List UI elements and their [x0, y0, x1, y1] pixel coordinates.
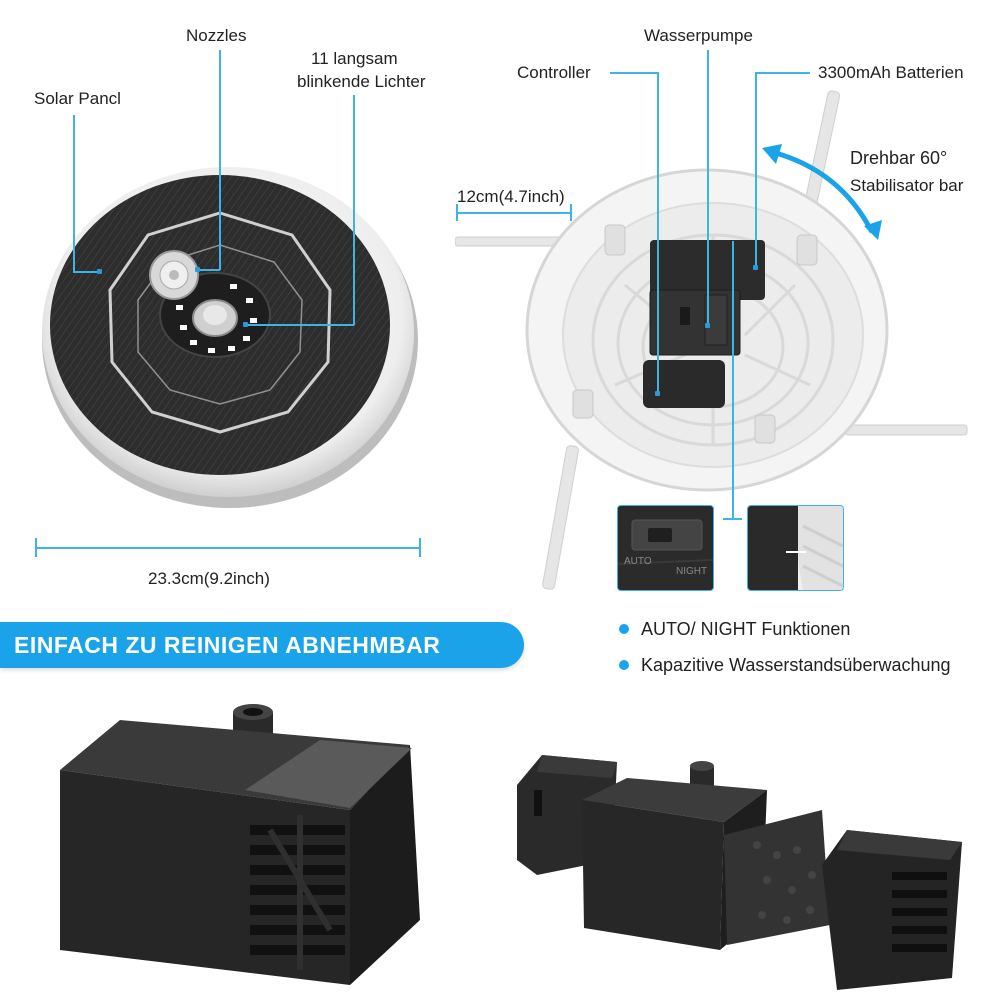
feature-bullet-1	[619, 624, 629, 634]
pump-assembled	[60, 704, 420, 985]
water-pump-label: Wasserpumpe	[644, 26, 753, 45]
solar-panel-label: Solar Pancl	[34, 89, 121, 108]
diameter-dim-tick-left	[35, 538, 37, 557]
pump-dot	[705, 323, 710, 328]
height-dim-line	[456, 212, 571, 214]
switch-auto-label: AUTO	[624, 556, 652, 567]
nozzles-dot	[195, 267, 200, 272]
solar-panel-dot	[97, 269, 102, 274]
controller-dot	[655, 391, 660, 396]
inset-callout-tick	[723, 518, 742, 520]
removable-banner: EINFACH ZU REINIGEN ABNEHMBAR	[0, 622, 524, 668]
nozzles-callout-h	[200, 269, 220, 271]
height-dim-label: 12cm(4.7inch)	[457, 187, 565, 206]
nozzles-label: Nozzles	[186, 26, 247, 45]
feature-water-level: Kapazitive Wasserstandsüberwachung	[641, 655, 951, 675]
battery-callout	[755, 72, 757, 268]
height-dim-tick-right	[570, 204, 572, 221]
diameter-dim-tick-right	[419, 538, 421, 557]
rotate-label-line2: Stabilisator bar	[850, 176, 964, 195]
lights-callout	[353, 95, 355, 325]
lights-callout-h	[248, 324, 354, 326]
solar-panel-callout	[73, 115, 75, 272]
solar-panel-callout-h	[73, 271, 99, 273]
fountain-underside-view	[455, 90, 968, 590]
pump-callout	[707, 50, 709, 326]
lights-label-line2: blinkende Lichter	[297, 72, 426, 91]
lights-label-line1: 11 langsam	[311, 49, 398, 68]
rotate-label-line1: Drehbar 60°	[850, 148, 948, 168]
controller-label: Controller	[517, 63, 591, 82]
height-dim-tick-left	[456, 204, 458, 221]
feature-auto-night: AUTO/ NIGHT Funktionen	[641, 619, 851, 639]
pump-exploded	[517, 755, 962, 990]
lights-dot	[243, 322, 248, 327]
sensor-inset	[747, 505, 844, 591]
controller-callout	[657, 72, 659, 394]
switch-inset: AUTO NIGHT	[617, 505, 714, 591]
controller-callout-h	[610, 72, 658, 74]
battery-dot	[753, 265, 758, 270]
switch-night-label: NIGHT	[676, 566, 708, 577]
diameter-dim-line	[35, 547, 420, 549]
inset-callout	[732, 241, 734, 519]
nozzles-callout	[219, 50, 221, 270]
diameter-dim-label: 23.3cm(9.2inch)	[148, 569, 270, 588]
solar-fountain-top-view	[42, 167, 418, 508]
feature-bullet-2	[619, 660, 629, 670]
battery-callout-h	[755, 72, 810, 74]
rotation-arrow-icon	[762, 144, 882, 240]
battery-label: 3300mAh Batterien	[818, 63, 964, 82]
